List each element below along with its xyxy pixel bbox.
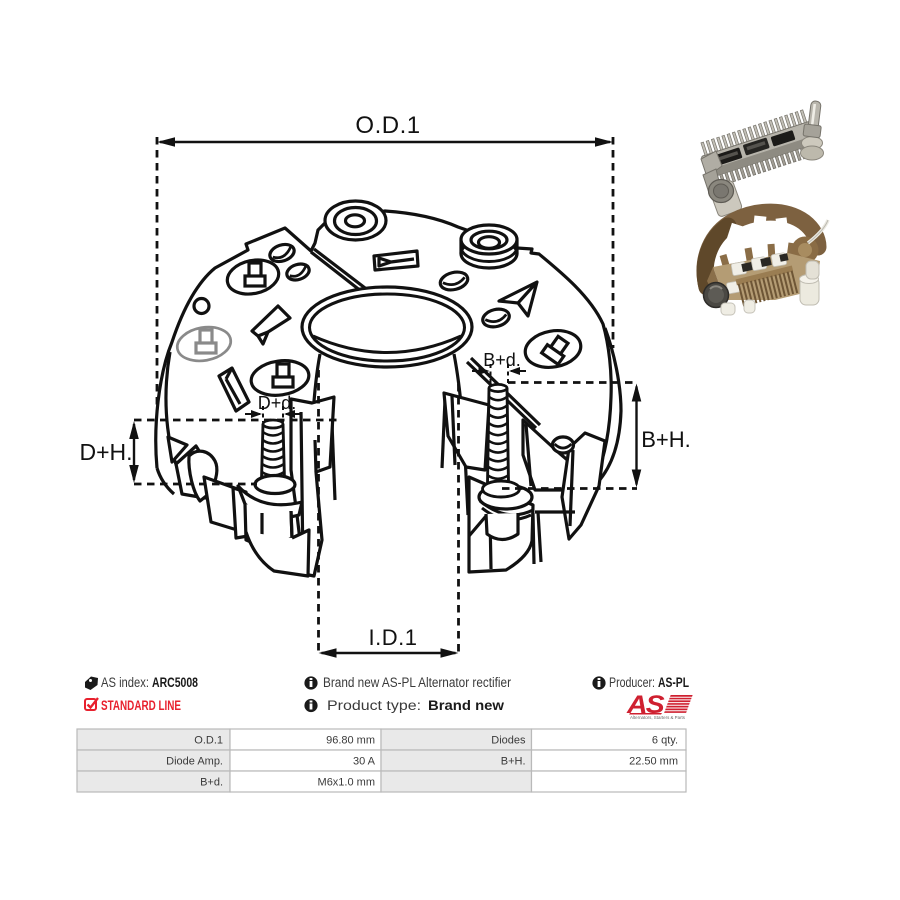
svg-text:6 qty.: 6 qty. [652, 735, 678, 747]
svg-text:B+H.: B+H. [641, 427, 691, 452]
svg-text:I.D.1: I.D.1 [369, 625, 418, 650]
svg-text:Brand new AS-PL Alternator rec: Brand new AS-PL Alternator rectifier [323, 675, 511, 690]
svg-text:B+d.: B+d. [483, 350, 521, 370]
svg-text:96.80 mm: 96.80 mm [326, 735, 375, 747]
svg-text:22.50 mm: 22.50 mm [629, 756, 678, 768]
svg-text:B+d.: B+d. [200, 777, 223, 789]
svg-text:AS index:: AS index: [101, 675, 149, 690]
svg-text:Product type:: Product type: [327, 698, 421, 713]
svg-text:Brand new: Brand new [428, 698, 505, 713]
svg-text:Alternators, Starters & Parts: Alternators, Starters & Parts [630, 715, 686, 720]
svg-text:AS-PL: AS-PL [658, 675, 689, 690]
svg-text:Producer:: Producer: [609, 675, 655, 690]
svg-text:Diode Amp.: Diode Amp. [166, 756, 223, 768]
svg-text:ARC5008: ARC5008 [152, 675, 198, 690]
svg-text:B+H.: B+H. [501, 756, 526, 768]
svg-text:Diodes: Diodes [491, 735, 526, 747]
svg-text:D+d.: D+d. [258, 393, 297, 413]
svg-text:O.D.1: O.D.1 [355, 112, 420, 139]
svg-text:M6x1.0 mm: M6x1.0 mm [318, 777, 375, 789]
svg-text:D+H.: D+H. [79, 439, 132, 465]
svg-text:30 A: 30 A [353, 756, 376, 768]
svg-text:O.D.1: O.D.1 [194, 735, 223, 747]
svg-text:STANDARD LINE: STANDARD LINE [101, 698, 181, 713]
